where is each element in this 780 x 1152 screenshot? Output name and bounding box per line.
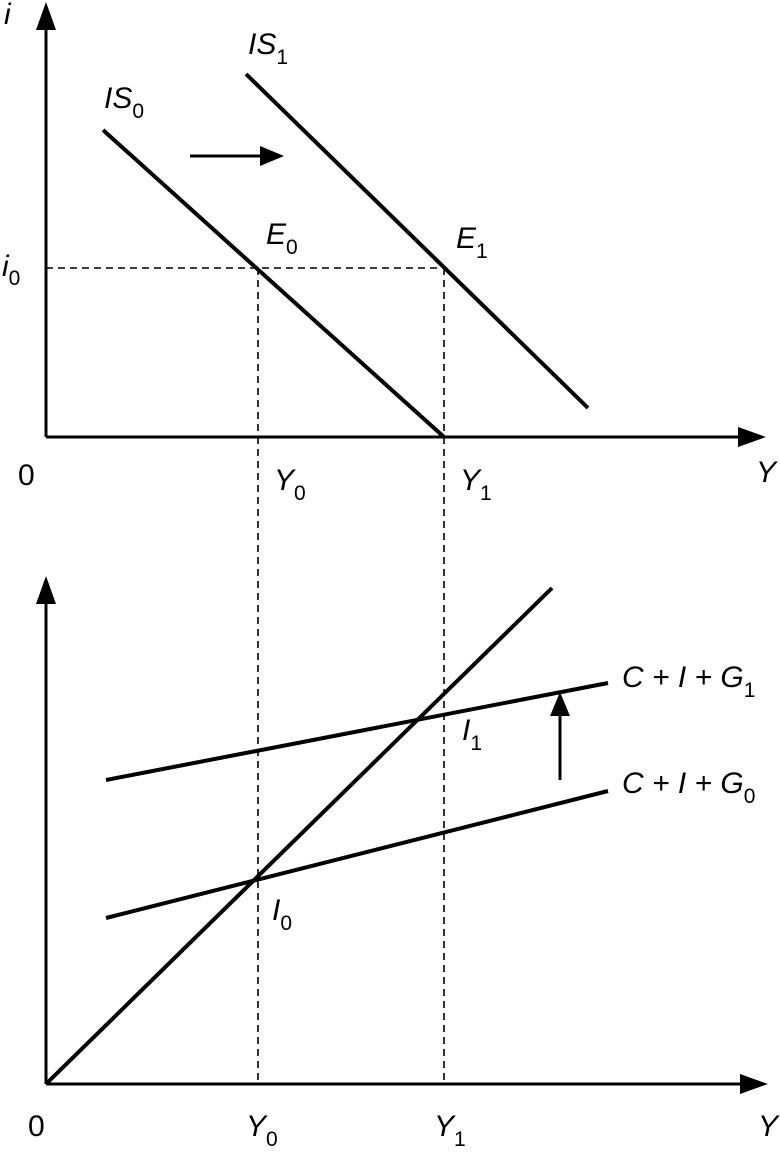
bottom-y1-tick-label: Y1 <box>434 1110 466 1151</box>
is0-label: IS0 <box>104 82 144 123</box>
is1-curve <box>244 72 590 410</box>
bottom-x-axis-arrowhead <box>740 1074 768 1094</box>
top-y1-tick-label: Y1 <box>460 464 492 505</box>
top-origin-label: 0 <box>18 459 35 492</box>
bottom-panel: Y 0 C + I + G1 C + I + G0 I1 I0 Y0 Y1 <box>28 576 780 1151</box>
is-shift-arrow-head <box>260 146 284 166</box>
top-y-axis-label: i <box>4 0 12 31</box>
top-x-axis-arrowhead <box>738 427 766 447</box>
cig0-label: C + I + G0 <box>622 767 755 808</box>
top-y-axis-arrowhead <box>36 2 56 30</box>
ad-shift-arrow-head <box>550 692 570 716</box>
i0-label: i0 <box>2 250 20 290</box>
cig0-line <box>105 789 609 920</box>
is1-label: IS1 <box>248 28 288 69</box>
top-panel: i Y 0 i0 IS0 IS1 E0 E1 Y0 Y1 <box>2 0 778 505</box>
bottom-y-axis-arrowhead <box>36 576 56 604</box>
bottom-x-axis-label: Y <box>758 1110 780 1143</box>
bottom-y0-tick-label: Y0 <box>246 1110 278 1151</box>
i0-point-label: I0 <box>272 894 292 935</box>
e0-label: E0 <box>266 218 298 259</box>
forty-five-degree-line <box>44 586 554 1086</box>
e1-label: E1 <box>456 222 488 263</box>
cig1-label: C + I + G1 <box>622 661 755 702</box>
top-y0-tick-label: Y0 <box>274 464 306 505</box>
i1-point-label: I1 <box>462 714 482 755</box>
bottom-origin-label: 0 <box>28 1110 45 1143</box>
cig1-line <box>105 681 609 782</box>
top-x-axis-label: Y <box>756 456 778 489</box>
is0-curve <box>101 128 446 439</box>
